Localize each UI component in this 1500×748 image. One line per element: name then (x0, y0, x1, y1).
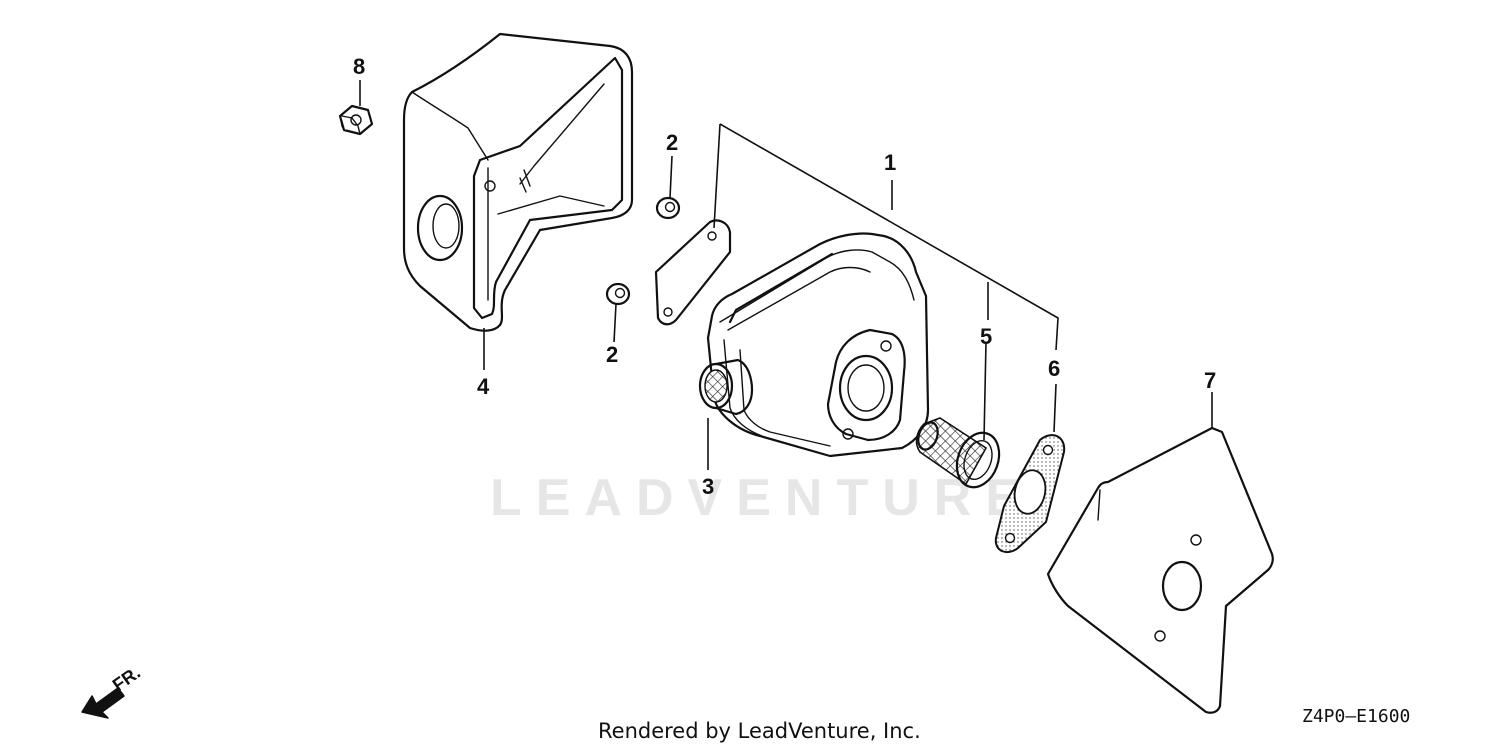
leader-lines (359, 80, 1213, 470)
part-5-spark-arrester (915, 417, 1001, 489)
part-3-muffler (698, 232, 930, 458)
watermark: LEADVENTURE (490, 469, 1034, 527)
part-6-muffler-gasket (994, 434, 1066, 554)
callout-6: 6 (1048, 356, 1060, 381)
part-2-washer-upper (655, 196, 681, 220)
callout-5: 5 (980, 324, 992, 349)
footer-credit: Rendered by LeadVenture, Inc. (598, 719, 921, 743)
part-4-muffler-protector (402, 32, 634, 332)
diagram-code: Z4P0—E1600 (1302, 706, 1410, 727)
callout-8: 8 (353, 54, 365, 79)
part-8-flange-nut (338, 104, 374, 136)
callout-3: 3 (702, 474, 714, 499)
callout-2-lower: 2 (606, 342, 618, 367)
muffler-plate-gasket (654, 219, 732, 326)
part-2-washer-lower (605, 282, 631, 306)
callout-1: 1 (884, 150, 896, 175)
part-7-heat-plate (1046, 426, 1274, 714)
callout-7: 7 (1204, 368, 1216, 393)
callout-2-upper: 2 (666, 130, 678, 155)
callout-4: 4 (477, 374, 490, 399)
front-direction-arrow: FR. (81, 662, 144, 719)
